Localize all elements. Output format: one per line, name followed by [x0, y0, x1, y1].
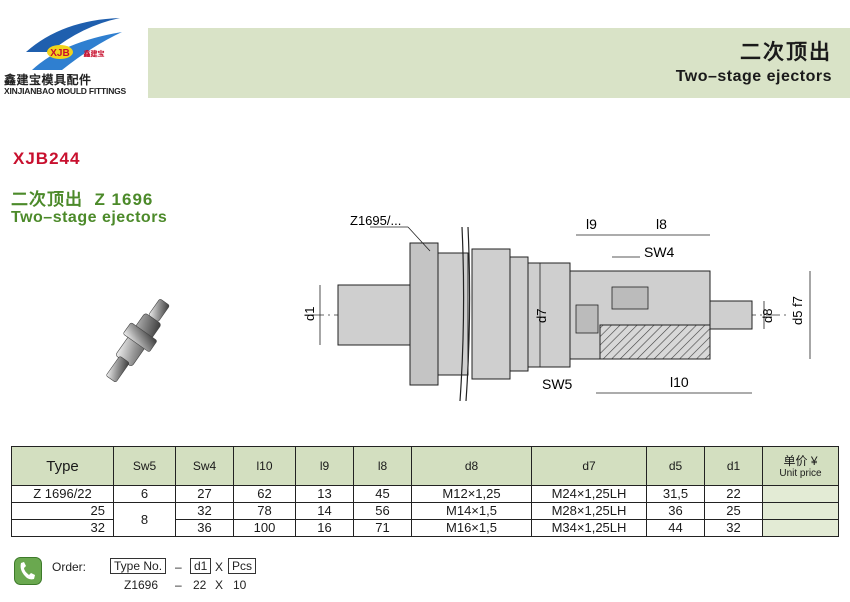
- col-d8: d8: [411, 446, 532, 486]
- order-example-x: X: [215, 578, 224, 592]
- cell-l10: 100: [233, 519, 296, 537]
- cell-price[interactable]: [762, 519, 839, 537]
- unit-price-cn: 单价 ¥: [783, 454, 818, 468]
- logo-cn-text: 鑫建宝: [83, 49, 105, 58]
- cell-type: 32: [11, 519, 114, 537]
- unit-price-en: Unit price: [779, 468, 822, 479]
- brand-logo: XJB 鑫建宝: [26, 18, 122, 70]
- product-title-en: Two–stage ejectors: [11, 209, 168, 226]
- order-type-no: Type No.: [110, 558, 167, 574]
- col-d1: d1: [704, 446, 763, 486]
- drawing-sw5-label: SW5: [542, 376, 573, 392]
- order-pcs: Pcs: [228, 558, 257, 574]
- cell-d5: 31,5: [646, 485, 705, 503]
- cell-type: 25: [11, 502, 114, 520]
- table-header-row: Type Sw5 Sw4 l10 l9 l8 d8 d7 d5 d1 单价 ¥ …: [11, 446, 839, 486]
- logo-xjb-text: XJB: [50, 48, 69, 59]
- brand-name-en: XINJIANBAO MOULD FITTINGS: [4, 86, 127, 96]
- product-code: XJB244: [13, 149, 81, 168]
- col-unit-price: 单价 ¥ Unit price: [762, 446, 839, 486]
- table-row: 25 8 32 78 14 56 M14×1,5 M28×1,25LH 36 2…: [11, 502, 839, 537]
- cell-d1: 22: [704, 485, 763, 503]
- table-row: Z 1696/22 6 27 62 13 45 M12×1,25 M24×1,2…: [11, 485, 839, 503]
- col-d7: d7: [531, 446, 647, 486]
- header-title-cn: 二次顶出: [740, 41, 832, 64]
- cell-l8: 71: [353, 519, 412, 537]
- cell-d1: 25: [704, 502, 763, 520]
- cell-l9: 13: [295, 485, 354, 503]
- drawing-d8-label: d8: [760, 309, 775, 323]
- cell-d8: M12×1,25: [411, 485, 532, 503]
- cell-l8: 45: [353, 485, 412, 503]
- drawing-l10-label: l10: [670, 374, 689, 390]
- order-example-dash: –: [175, 578, 182, 592]
- cell-type: Z 1696/22: [11, 485, 114, 503]
- drawing-l9-label: l9: [586, 216, 597, 232]
- col-l9: l9: [295, 446, 354, 486]
- drawing-ref-label: Z1695/...: [350, 213, 401, 228]
- col-l10: l10: [233, 446, 296, 486]
- col-sw5: Sw5: [113, 446, 176, 486]
- drawing-d1-label: d1: [302, 307, 317, 321]
- cell-d1: 32: [704, 519, 763, 537]
- cell-price[interactable]: [762, 485, 839, 503]
- cell-price[interactable]: [762, 502, 839, 520]
- product-photo: [106, 299, 170, 383]
- cell-sw4: 27: [175, 485, 234, 503]
- drawing-l8-label: l8: [656, 216, 667, 232]
- drawing-d7-label: d7: [534, 309, 549, 323]
- cell-d7: M34×1,25LH: [531, 519, 647, 537]
- cell-sw5: 8: [113, 502, 176, 537]
- order-example-pcs: 10: [233, 578, 247, 592]
- header-title-en: Two–stage ejectors: [675, 68, 832, 85]
- product-title-cn: 二次顶出 Z 1696: [11, 190, 154, 209]
- cell-d7: M28×1,25LH: [531, 502, 647, 520]
- cell-d8: M16×1,5: [411, 519, 532, 537]
- table-row: 32 36 100 16 71 M16×1,5 M34×1,25LH 44 32: [11, 519, 839, 537]
- cell-d8: M14×1,5: [411, 502, 532, 520]
- cell-d5: 44: [646, 519, 705, 537]
- order-x: X: [215, 560, 224, 574]
- cell-l10: 78: [233, 502, 296, 520]
- cell-l8: 56: [353, 502, 412, 520]
- spec-table: Type Sw5 Sw4 l10 l9 l8 d8 d7 d5 d1 单价 ¥ …: [11, 446, 839, 537]
- cell-d5: 36: [646, 502, 705, 520]
- technical-drawing: Z1695/... l9 l8 SW4 d1 d7 d8 d5 f7 SW5 l…: [302, 213, 811, 402]
- col-type: Type: [11, 446, 114, 486]
- cell-sw5: 6: [113, 485, 176, 503]
- cell-l10: 62: [233, 485, 296, 503]
- cell-sw4: 36: [175, 519, 234, 537]
- col-d5: d5: [646, 446, 705, 486]
- order-label: Order:: [52, 560, 87, 574]
- order-example-type: Z1696: [124, 578, 159, 592]
- order-dash: –: [175, 560, 182, 574]
- cell-sw4: 32: [175, 502, 234, 520]
- cell-l9: 14: [295, 502, 354, 520]
- order-d1: d1: [190, 558, 212, 574]
- col-l8: l8: [353, 446, 412, 486]
- phone-order-icon: [14, 557, 42, 585]
- order-example-d1: 22: [193, 578, 207, 592]
- drawing-sw4-label: SW4: [644, 244, 675, 260]
- cell-l9: 16: [295, 519, 354, 537]
- header-band: [148, 28, 850, 98]
- col-sw4: Sw4: [175, 446, 234, 486]
- cell-d7: M24×1,25LH: [531, 485, 647, 503]
- brand-name-cn: 鑫建宝模具配件: [4, 73, 92, 87]
- drawing-d5-label: d5 f7: [790, 296, 805, 325]
